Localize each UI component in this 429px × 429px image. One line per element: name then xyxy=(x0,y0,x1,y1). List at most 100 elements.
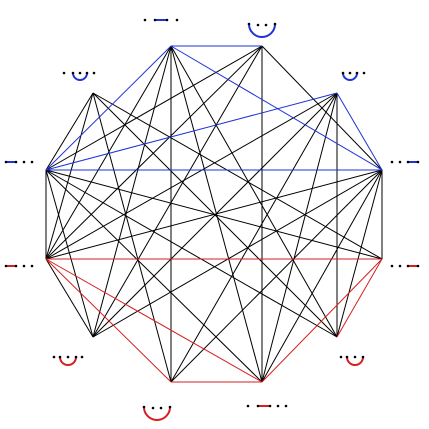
label-dot xyxy=(264,23,268,27)
label-dot xyxy=(168,405,172,409)
label-dot xyxy=(273,22,277,26)
labels-layer xyxy=(4,18,420,421)
vertex-label-v6-icon xyxy=(142,405,172,421)
edge-v0-v5 xyxy=(92,45,172,338)
label-dot xyxy=(151,406,155,410)
edge-v4-v7 xyxy=(45,258,263,383)
label-dot xyxy=(71,71,75,75)
vertex-label-v5-icon xyxy=(52,355,84,366)
vertex-label-v0-icon xyxy=(143,18,179,22)
vertex-label-v11-icon xyxy=(341,71,366,81)
label-dot xyxy=(276,404,280,408)
label-dot xyxy=(247,22,251,26)
edge-v5-v11 xyxy=(92,92,338,338)
vertex-label-v9-icon xyxy=(390,264,420,268)
label-dot xyxy=(175,18,179,22)
edge-v2-v4 xyxy=(45,92,94,260)
edge-v7-v9 xyxy=(261,258,383,383)
label-dot xyxy=(165,18,169,22)
edge-v7-v11 xyxy=(261,92,338,383)
edge-v10-v11 xyxy=(336,92,383,171)
label-dot xyxy=(416,160,420,164)
label-dot xyxy=(153,18,157,22)
label-dot xyxy=(416,264,420,268)
label-dot xyxy=(361,355,365,359)
label-dot xyxy=(256,23,260,27)
label-dot xyxy=(339,355,343,359)
vertex-label-v4-icon xyxy=(4,264,34,268)
label-dot xyxy=(284,404,288,408)
label-dot xyxy=(398,160,402,164)
label-dot xyxy=(66,355,70,359)
label-dot xyxy=(92,71,96,75)
label-dot xyxy=(390,160,394,164)
label-dot xyxy=(246,404,250,408)
label-dot xyxy=(74,355,78,359)
label-dot xyxy=(62,71,66,75)
label-dot xyxy=(406,264,410,268)
edge-v0-v8 xyxy=(170,45,338,338)
edge-v4-v5 xyxy=(45,258,94,338)
label-arc xyxy=(143,406,171,421)
edge-v8-v10 xyxy=(336,169,383,338)
label-arc xyxy=(72,72,88,81)
label-arc xyxy=(342,72,358,81)
edge-v4-v10 xyxy=(45,169,383,260)
label-arc xyxy=(248,23,276,38)
edge-v6-v10 xyxy=(170,169,383,383)
vertex-label-v10-icon xyxy=(390,160,420,164)
edge-v1-v4 xyxy=(45,45,263,260)
edge-v0-v10 xyxy=(170,45,383,171)
label-dot xyxy=(348,71,352,75)
edge-v1-v5 xyxy=(92,45,263,338)
label-arc xyxy=(346,356,364,366)
label-dot xyxy=(143,18,147,22)
label-dot xyxy=(355,71,359,75)
label-dot xyxy=(22,160,26,164)
label-dot xyxy=(58,355,62,359)
label-dot xyxy=(256,404,260,408)
edge-v7-v10 xyxy=(261,169,383,383)
label-dot xyxy=(80,355,84,359)
edge-v2-v6 xyxy=(92,92,172,383)
label-dot xyxy=(22,264,26,268)
edge-v0-v3 xyxy=(45,45,172,171)
label-dot xyxy=(52,355,56,359)
edges-layer xyxy=(45,45,383,383)
label-dot xyxy=(14,160,18,164)
vertex-label-v8-icon xyxy=(339,355,365,366)
label-dot xyxy=(30,264,34,268)
label-dot xyxy=(341,71,345,75)
edge-v1-v3 xyxy=(45,45,263,171)
label-dot xyxy=(353,355,357,359)
label-dot xyxy=(4,160,8,164)
label-dot xyxy=(14,264,18,268)
label-dot xyxy=(30,160,34,164)
label-dot xyxy=(398,264,402,268)
label-dot xyxy=(4,264,8,268)
edge-v4-v6 xyxy=(45,258,172,383)
edge-v8-v9 xyxy=(336,258,383,338)
edge-v2-v9 xyxy=(92,92,383,260)
edge-v3-v8 xyxy=(45,169,338,338)
edge-v2-v3 xyxy=(45,92,94,171)
label-dot xyxy=(406,160,410,164)
vertex-label-v7-icon xyxy=(246,404,288,408)
label-dot xyxy=(142,405,146,409)
label-arc xyxy=(59,356,77,366)
edge-v6-v11 xyxy=(170,92,338,383)
edge-v4-v11 xyxy=(45,92,338,260)
label-dot xyxy=(78,71,82,75)
edge-v3-v5 xyxy=(45,169,94,338)
vertex-label-v3-icon xyxy=(4,160,34,164)
label-dot xyxy=(345,355,349,359)
label-dot xyxy=(159,406,163,410)
label-dot xyxy=(390,264,394,268)
vertex-label-v2-icon xyxy=(62,71,96,81)
label-dot xyxy=(85,71,89,75)
label-dot xyxy=(268,404,272,408)
edge-v5-v10 xyxy=(92,169,383,338)
vertex-label-v1-icon xyxy=(247,22,277,38)
label-dot xyxy=(362,71,366,75)
